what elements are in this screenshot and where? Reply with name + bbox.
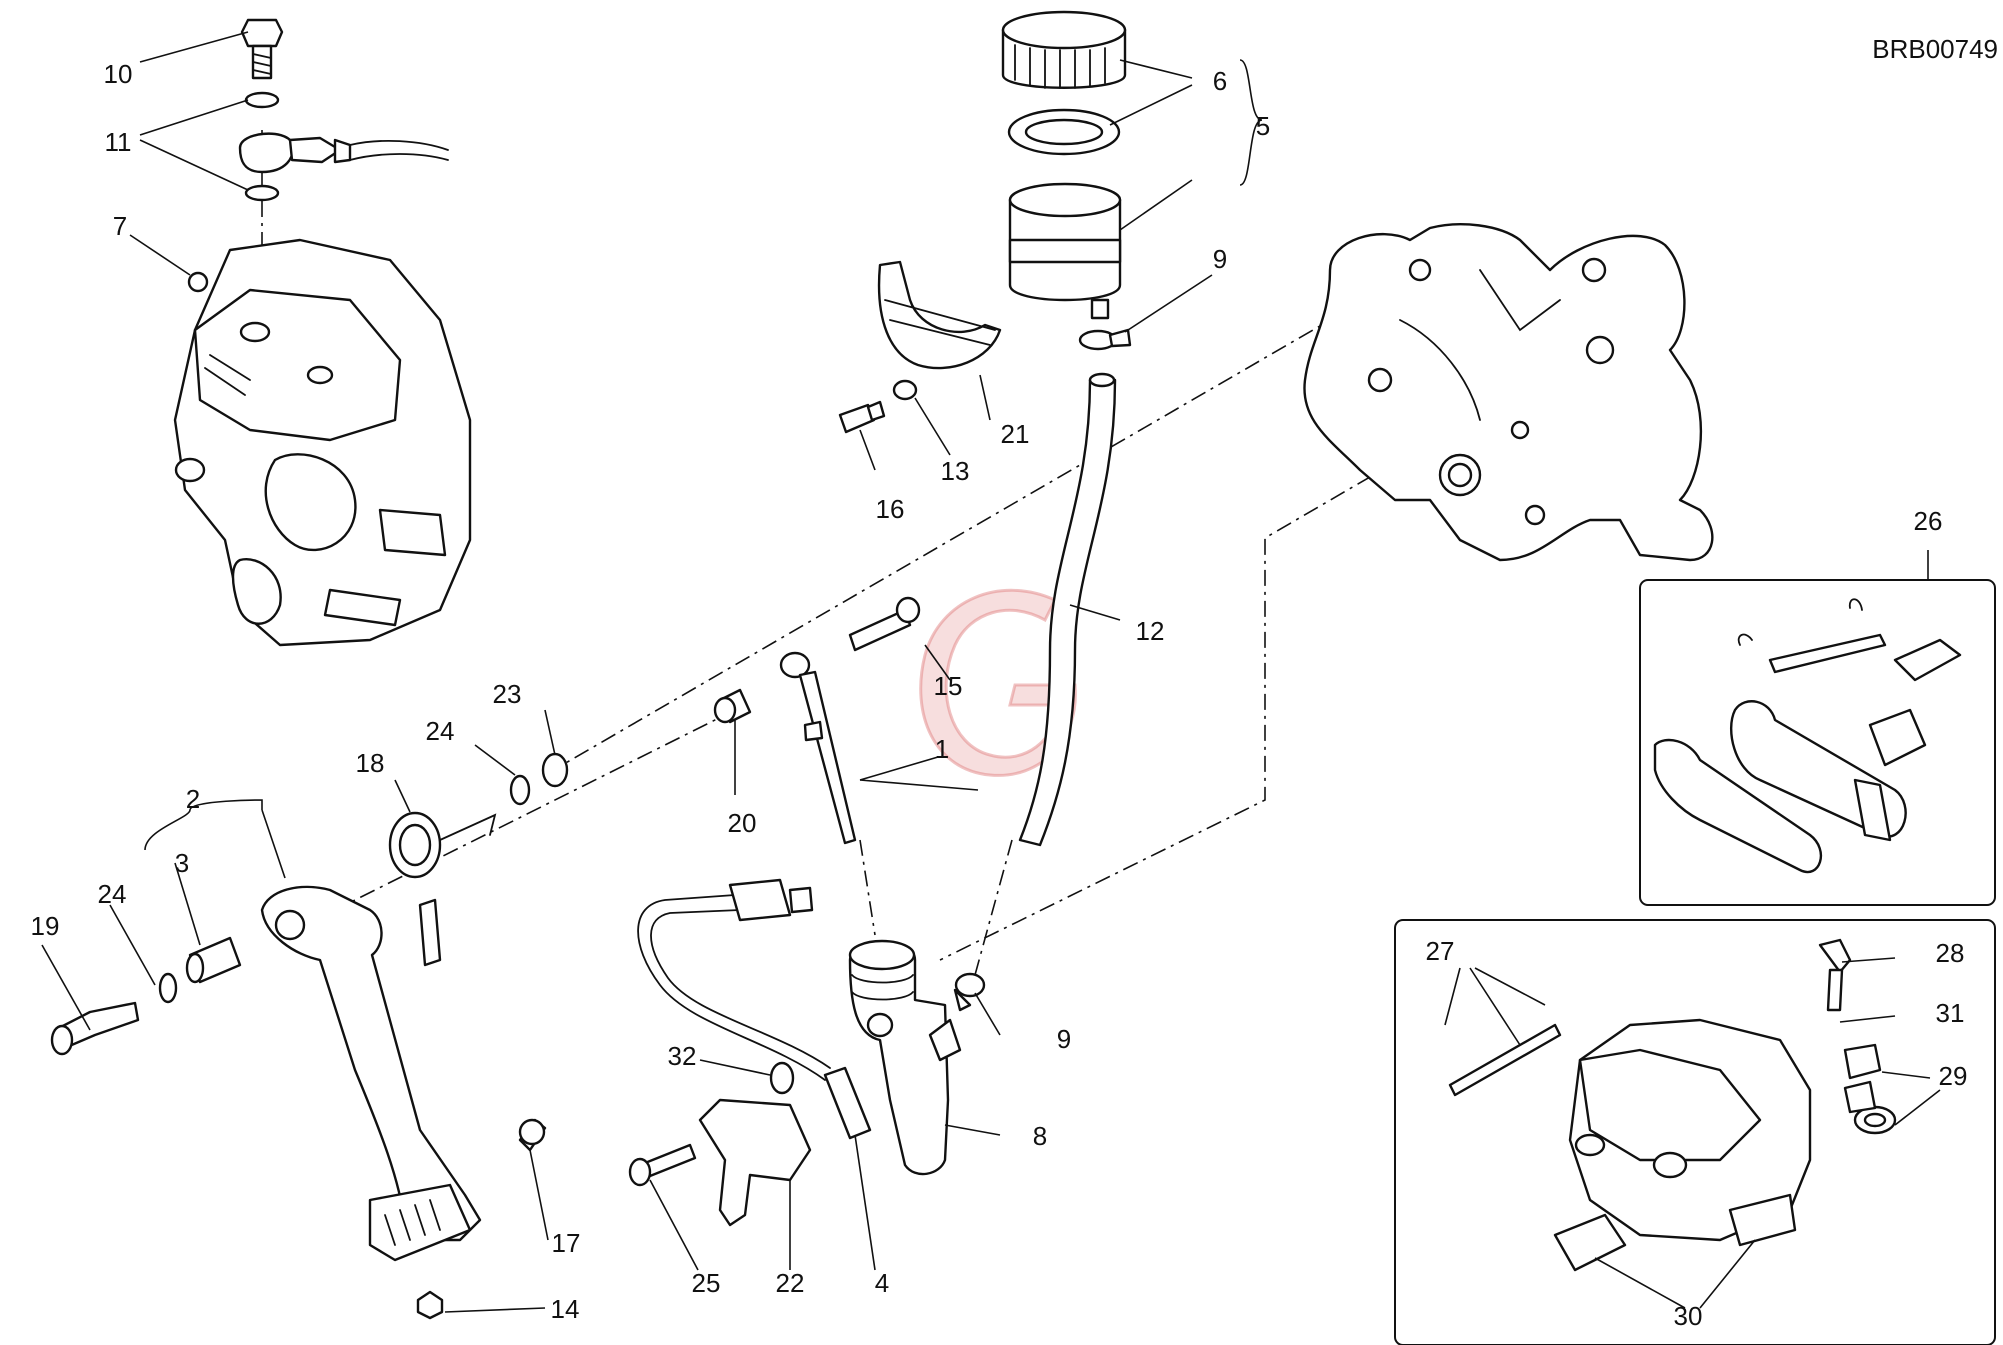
callout-19: 19	[31, 911, 60, 941]
callout-32: 32	[668, 1041, 697, 1071]
callout-14: 14	[551, 1294, 580, 1324]
callout-24-lower: 24	[98, 879, 127, 909]
callout-25: 25	[692, 1268, 721, 1298]
caliper-kit-box	[1394, 919, 1996, 1345]
callout-9-top: 9	[1213, 244, 1227, 274]
callout-29: 29	[1939, 1061, 1968, 1091]
pushrod-bolt	[848, 596, 921, 652]
diagram-code: BRB00749	[1872, 34, 1998, 64]
pads-kit-box	[1639, 579, 1996, 906]
switch-bracket	[698, 1098, 812, 1227]
hose-clip	[1078, 328, 1132, 351]
switch-screw	[628, 1143, 697, 1187]
switch-washer	[769, 1061, 795, 1095]
callout-24-upper: 24	[426, 716, 455, 746]
reservoir-bracket	[877, 260, 1002, 370]
lever-screw	[518, 1118, 547, 1152]
callout-18: 18	[356, 748, 385, 778]
master-cylinder	[848, 939, 962, 1176]
pushrod	[779, 651, 857, 845]
callout-26: 26	[1914, 506, 1943, 536]
callout-5: 5	[1256, 111, 1270, 141]
callout-8: 8	[1033, 1121, 1047, 1151]
callout-9-bottom: 9	[1057, 1024, 1071, 1054]
callout-23: 23	[493, 679, 522, 709]
callout-13: 13	[941, 456, 970, 486]
brake-hose	[238, 132, 449, 174]
callout-20: 20	[728, 808, 757, 838]
callout-22: 22	[776, 1268, 805, 1298]
callout-3: 3	[175, 848, 189, 878]
callout-28: 28	[1936, 938, 1965, 968]
reservoir-hose	[1018, 372, 1117, 847]
brake-fluid-reservoir	[1001, 10, 1127, 320]
pivot-bolt	[50, 1001, 140, 1056]
callout-27: 27	[1426, 936, 1455, 966]
caliper-assembly	[1448, 938, 1897, 1272]
callout-31: 31	[1936, 998, 1965, 1028]
leader-lines	[41, 31, 1941, 1313]
callout-1: 1	[935, 734, 949, 764]
brake-lever	[260, 885, 482, 1262]
callout-7: 7	[113, 211, 127, 241]
copper-washers	[244, 91, 280, 202]
callout-15: 15	[934, 671, 963, 701]
callout-30: 30	[1674, 1301, 1703, 1331]
pushrod-bushing	[713, 688, 752, 724]
footpeg-bracket	[1303, 223, 1714, 562]
callout-16: 16	[876, 494, 905, 524]
spring-washers	[509, 752, 569, 806]
reservoir-screw	[838, 379, 918, 434]
lever-nut	[416, 1290, 444, 1320]
callout-4: 4	[875, 1268, 889, 1298]
brake-pads	[1653, 598, 1962, 874]
callout-21: 21	[1001, 419, 1030, 449]
lever-washer	[158, 972, 178, 1004]
lever-bushing	[185, 936, 242, 984]
callout-17: 17	[552, 1228, 581, 1258]
callout-11: 11	[105, 127, 132, 157]
callout-10: 10	[104, 59, 133, 89]
callout-12: 12	[1136, 616, 1165, 646]
callout-6: 6	[1213, 66, 1227, 96]
callout-labels: 1 2 3 4 5 6 7 8 9 9 10 11 12 13 14 15 16…	[31, 59, 1968, 1331]
banjo-bolt	[240, 18, 284, 80]
rear-caliper	[173, 238, 472, 647]
brake-light-switch	[637, 878, 872, 1140]
hose-clip-lower	[953, 972, 986, 1012]
return-spring	[388, 811, 497, 879]
callout-2: 2	[186, 784, 200, 814]
